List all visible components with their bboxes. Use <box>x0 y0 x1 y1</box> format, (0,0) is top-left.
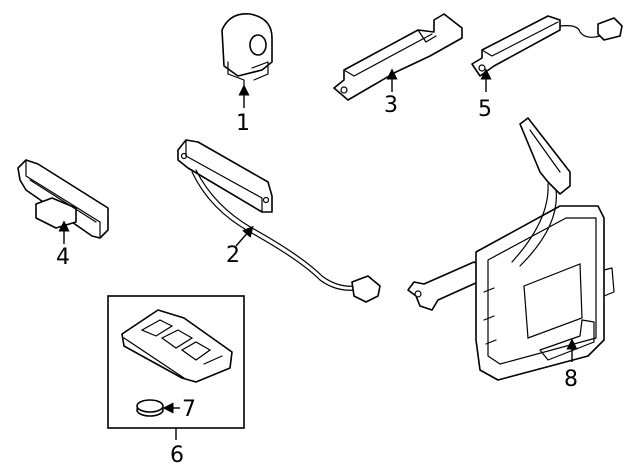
callout-label-7: 7 <box>182 397 196 422</box>
part-6-key-fob <box>121 309 233 383</box>
callout-label-6: 6 <box>170 443 184 468</box>
callout-label-2: 2 <box>226 243 240 268</box>
callout-label-4: 4 <box>56 245 70 270</box>
part-8-control-module <box>407 117 615 381</box>
callout-label-8: 8 <box>564 367 578 392</box>
part-4-receiver <box>17 159 109 239</box>
part-2-antenna-cable <box>177 139 381 303</box>
callout-label-5: 5 <box>478 97 492 122</box>
part-5-antenna-cable <box>471 15 623 77</box>
part-1-coil-sensor <box>221 13 273 89</box>
callout-label-3: 3 <box>384 93 398 118</box>
part-7-battery <box>136 399 164 417</box>
callout-label-1: 1 <box>236 111 250 136</box>
part-3-antenna <box>333 13 463 101</box>
